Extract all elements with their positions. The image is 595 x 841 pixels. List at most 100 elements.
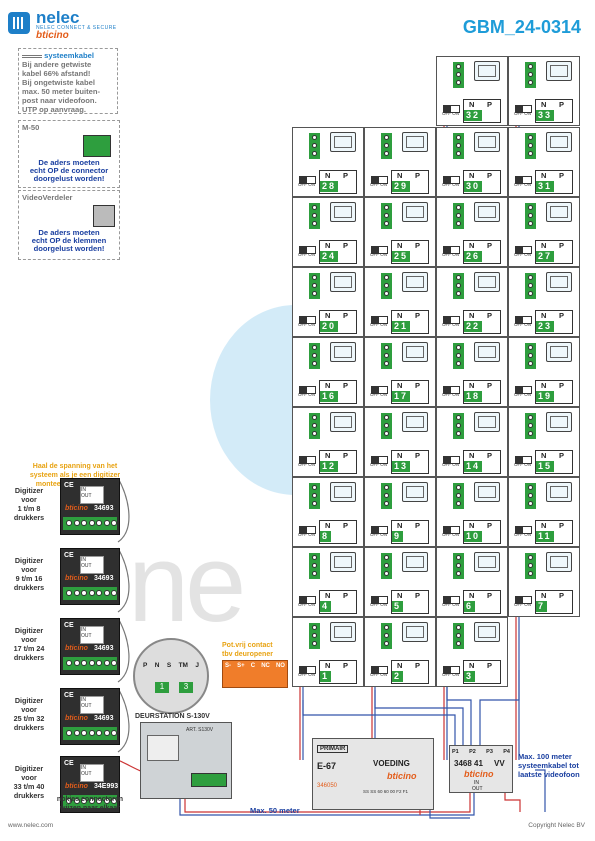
- terminal-connector-icon: [309, 553, 320, 579]
- terminal-connector-icon: [309, 343, 320, 369]
- digitizer-in-label: IN: [81, 627, 86, 633]
- terminal-connector-icon: [453, 203, 464, 229]
- footer-copyright: Copyright Nelec BV: [528, 822, 585, 829]
- digitizer-brand: bticino: [65, 783, 88, 790]
- connector-note-line: wijzen naar elkaar: [60, 805, 120, 812]
- videoverdeler-brand: bticino: [464, 769, 494, 779]
- terminal-label: P: [143, 662, 148, 669]
- digitizer-code: 34693: [94, 575, 114, 582]
- digitizer-note-line: systeem als je een digitizer: [29, 472, 121, 479]
- terminal-connector-icon: [309, 413, 320, 439]
- dip-switch-label: OFF ON: [298, 322, 315, 327]
- dip-switch-label: OFF ON: [514, 252, 531, 257]
- terminal-connector-icon: [453, 62, 464, 88]
- dip-switch-label: OFF ON: [514, 392, 531, 397]
- deurstation-module-code: ART. S130V: [186, 727, 214, 733]
- terminal-connector-icon: [381, 553, 392, 579]
- dip-switch: [299, 596, 316, 604]
- np-p-label: P: [415, 171, 421, 180]
- unit-address-number: 14: [464, 461, 483, 472]
- legend-vv-line: De aders moeten: [38, 228, 100, 237]
- contact-note-line: Pot.vrij contact: [222, 642, 273, 649]
- monitor-icon: [330, 552, 356, 572]
- np-p-label: P: [487, 311, 493, 320]
- max100-note-line: systeemkabel tot: [518, 761, 579, 770]
- unit-address-number: 32: [464, 110, 483, 121]
- terminal-connector-icon: [525, 203, 536, 229]
- np-p-label: P: [487, 451, 493, 460]
- dip-switch: [371, 316, 388, 324]
- np-p-label: P: [415, 521, 421, 530]
- videoverdeler-terminal-icon: [93, 205, 115, 227]
- monitor-icon: [330, 622, 356, 642]
- digitizer-label-line: 9 t/m 16: [15, 574, 43, 583]
- np-p-label: P: [415, 661, 421, 670]
- dip-switch: [299, 176, 316, 184]
- power-supply-terminals: SS SS 60 60 00 F2 F1: [363, 789, 409, 794]
- dip-switch: [371, 386, 388, 394]
- terminal-connector-icon: [381, 623, 392, 649]
- unit-address-number: 19: [536, 391, 555, 402]
- dip-switch: [515, 176, 532, 184]
- monitor-icon: [330, 482, 356, 502]
- terminal-connector-icon: [453, 133, 464, 159]
- legend-cable-line: UTP op aanvraag.: [22, 105, 87, 114]
- monitor-icon: [474, 552, 500, 572]
- digitizer-code: 34693: [94, 505, 114, 512]
- terminal-label: N: [154, 662, 160, 669]
- videoverdeler-port: P4: [503, 749, 510, 755]
- terminal-connector-icon: [525, 553, 536, 579]
- unit-address-number: 1: [320, 671, 332, 682]
- legend-m50-line: De aders moeten: [38, 158, 100, 167]
- unit-address-number: 13: [392, 461, 411, 472]
- digitizer-out-label: OUT: [81, 703, 92, 709]
- dip-switch-label: OFF ON: [298, 532, 315, 537]
- contact-terminal-labels: S- S+ C NC NO: [225, 663, 285, 669]
- monitor-icon: [330, 412, 356, 432]
- monitor-icon: [402, 552, 428, 572]
- contact-terminal-label: S-: [225, 663, 231, 669]
- np-p-label: P: [559, 451, 565, 460]
- digitizer-label-line: Digitizer: [14, 486, 44, 495]
- ce-mark: CE: [64, 552, 74, 559]
- digitizer-label-line: Digitizer: [14, 696, 44, 705]
- unit-address-number: 25: [392, 251, 411, 262]
- np-p-label: P: [559, 241, 565, 250]
- digitizer-out-label: OUT: [81, 563, 92, 569]
- ce-mark: CE: [64, 760, 74, 767]
- monitor-icon: [474, 132, 500, 152]
- dip-switch: [371, 176, 388, 184]
- unit-address-number: 28: [320, 181, 339, 192]
- np-p-label: P: [487, 241, 493, 250]
- power-supply-code: 346050: [317, 783, 338, 789]
- nelec-logo: nelec NELEC CONNECT & SECURE bticino: [8, 8, 148, 42]
- dip-switch-label: OFF ON: [442, 322, 459, 327]
- digitizer-note-line: Haal de spanning van het: [32, 463, 118, 470]
- terminal-connector-icon: [381, 273, 392, 299]
- unit-address-number: 29: [392, 181, 411, 192]
- terminal-connector-icon: [525, 62, 536, 88]
- np-n-label: N: [469, 241, 475, 250]
- dip-switch-label: OFF ON: [514, 111, 531, 116]
- unit-address-number: 33: [536, 110, 555, 121]
- np-p-label: P: [487, 661, 493, 670]
- digitizer-out-label: OUT: [81, 633, 92, 639]
- dip-switch-label: OFF ON: [442, 111, 459, 116]
